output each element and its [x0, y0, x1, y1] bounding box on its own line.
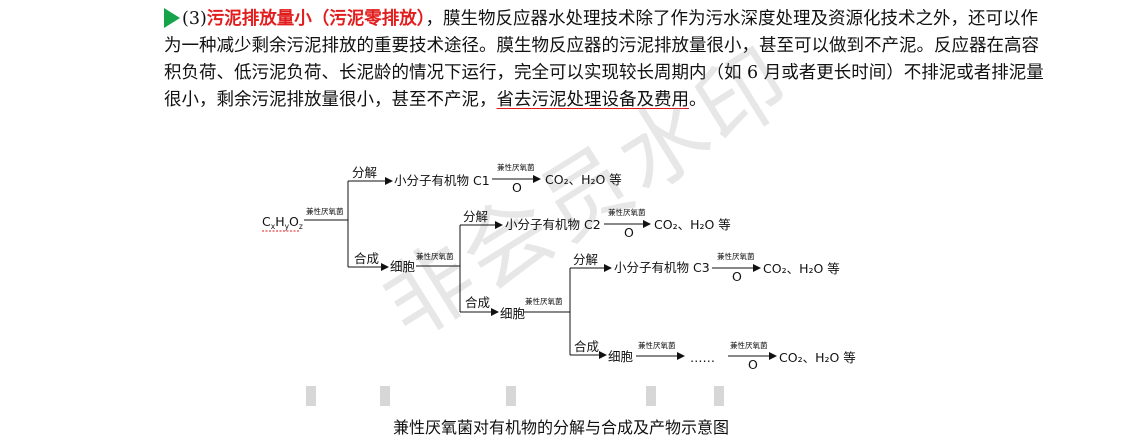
body-paragraph: (3)污泥排放量小（污泥零排放），膜生物反应器水处理技术除了作为污水深度处理及资… — [164, 6, 1044, 114]
product-label: CO₂、H₂O 等 — [763, 261, 840, 276]
cell-label: 细胞 — [390, 259, 416, 274]
watermark-bar — [714, 386, 724, 406]
substrate-sub-y: y — [285, 222, 290, 231]
arrow-label: 兼性厌氧菌 — [638, 340, 676, 350]
cell-label: 细胞 — [500, 306, 526, 321]
product-label: CO₂、H₂O 等 — [545, 172, 622, 187]
substrate-sub-z: z — [299, 222, 303, 231]
synthesize-label: 合成 — [465, 295, 490, 310]
synthesize-label: 合成 — [574, 339, 599, 354]
arrow-label: 兼性厌氧菌 — [730, 340, 768, 350]
substrate-h: H — [275, 214, 284, 229]
product-label: CO₂、H₂O 等 — [654, 217, 731, 232]
watermark-bar — [646, 386, 656, 406]
synthesize-label: 合成 — [354, 251, 379, 266]
play-triangle-icon — [164, 8, 180, 28]
watermark-bar — [506, 386, 516, 406]
arrow-label: 兼性厌氧菌 — [306, 206, 344, 216]
decompose-label: 分解 — [463, 209, 488, 224]
watermark-bar — [306, 386, 316, 406]
figure-caption: 兼性厌氧菌对有机物的分解与合成及产物示意图 — [392, 418, 729, 437]
arrow-label: 兼性厌氧菌 — [416, 251, 454, 261]
small-molecule-c3: 小分子有机物 C3 — [614, 260, 710, 275]
substrate-sub-x: x — [271, 222, 276, 231]
arrow-label: 兼性厌氧菌 — [608, 207, 646, 217]
oxygen-label: O — [748, 357, 758, 372]
small-molecule-c2: 小分子有机物 C2 — [505, 217, 601, 232]
decompose-label: 分解 — [573, 252, 598, 267]
oxygen-label: O — [512, 180, 522, 195]
cell-label: 细胞 — [608, 349, 634, 364]
paragraph-end: 。 — [689, 90, 707, 110]
product-label: CO₂、H₂O 等 — [779, 350, 856, 365]
paragraph-underlined: 省去污泥处理设备及费用 — [496, 90, 690, 110]
watermark-bar — [380, 386, 390, 406]
paragraph-marker: (3) — [182, 9, 207, 29]
paragraph-body: ，膜生物反应器水处理技术除了作为污水深度处理及资源化技术之外，还可以作为一种减少… — [164, 9, 1044, 110]
oxygen-label: O — [624, 225, 634, 240]
substrate-formula: CxHyOz — [262, 214, 303, 231]
substrate-o: O — [289, 214, 299, 229]
decompose-label: 分解 — [352, 165, 377, 180]
arrow-label: 兼性厌氧菌 — [717, 251, 755, 261]
substrate-c: C — [262, 214, 271, 229]
paragraph-highlight: 污泥排放量小（污泥零排放） — [206, 9, 426, 29]
small-molecule-c1: 小分子有机物 C1 — [394, 173, 490, 188]
arrow-label: 兼性厌氧菌 — [525, 296, 563, 306]
ellipsis: …… — [690, 350, 715, 365]
oxygen-label: O — [732, 269, 742, 284]
arrow-label: 兼性厌氧菌 — [497, 162, 535, 172]
